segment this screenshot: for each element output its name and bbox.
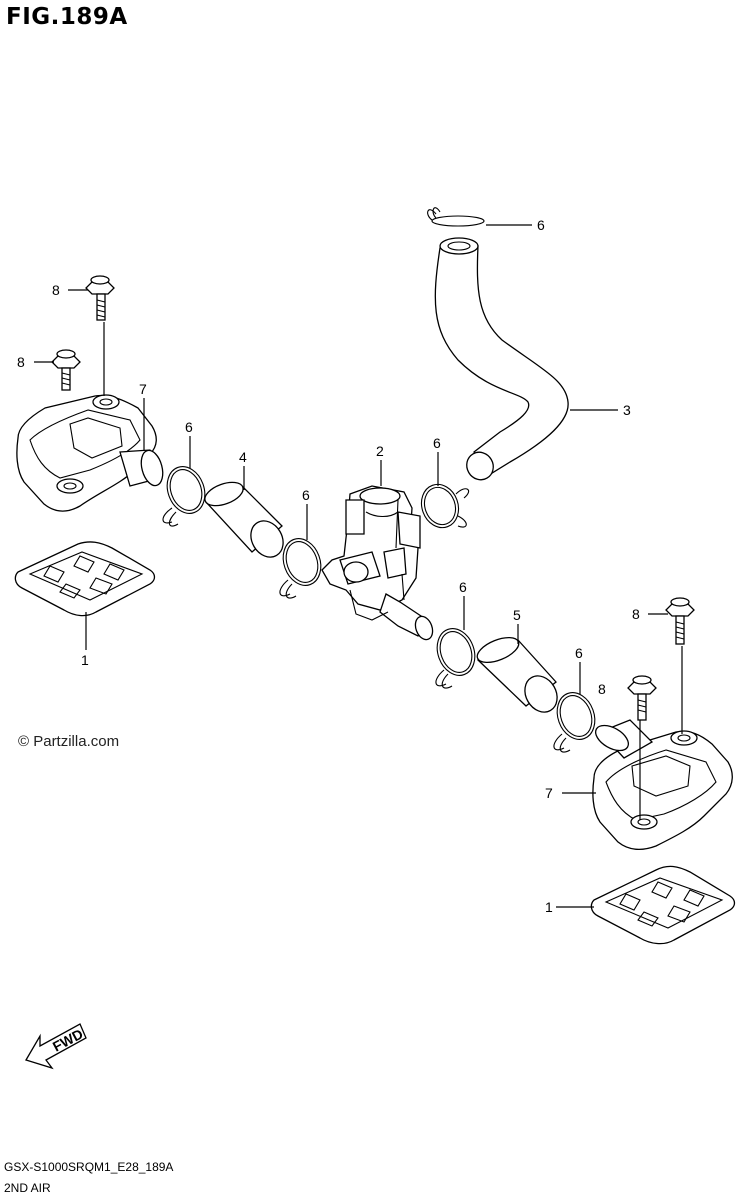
hose-clamp-6-left[interactable]: [161, 461, 211, 527]
bolt-8-top-right[interactable]: [665, 597, 695, 645]
figure-name: 2ND AIR: [4, 1181, 51, 1195]
callout-6-mid: 6: [302, 487, 310, 503]
callout-8-b: 8: [17, 354, 25, 370]
figure-title: FIG.189A: [6, 4, 128, 30]
callout-6-right: 6: [575, 645, 583, 661]
callout-6-low: 6: [459, 579, 467, 595]
hose-clamp-6-right[interactable]: [551, 687, 601, 753]
callout-2: 2: [376, 443, 384, 459]
hose-5[interactable]: [474, 632, 564, 717]
callout-6-top: 6: [537, 217, 545, 233]
fwd-arrow-icon: FWD: [25, 1023, 87, 1070]
leader-lines: [34, 224, 683, 908]
callout-5: 5: [513, 607, 521, 623]
reed-valve-1-right[interactable]: [590, 865, 736, 945]
hose-clamp-6-valve[interactable]: [416, 479, 470, 533]
callout-1-left: 1: [81, 652, 89, 668]
callout-7-left: 7: [139, 381, 147, 397]
callout-6-left: 6: [185, 419, 193, 435]
callout-7-right: 7: [545, 785, 553, 801]
hose-clamp-6-low[interactable]: [431, 623, 481, 689]
hose-clamp-6-top[interactable]: [427, 207, 485, 227]
figure-code: GSX-S1000SRQM1_E28_189A: [4, 1160, 174, 1174]
hose-clamp-6-mid[interactable]: [277, 533, 327, 599]
callout-1-right: 1: [545, 899, 553, 915]
reed-valve-cover-7-right[interactable]: [591, 719, 733, 851]
copyright-text: © Partzilla.com: [18, 733, 120, 750]
callout-8-a: 8: [52, 282, 60, 298]
callout-6-valve: 6: [433, 435, 441, 451]
hose-4[interactable]: [202, 478, 290, 563]
air-control-valve-2[interactable]: [321, 485, 436, 642]
bolt-8-top-left[interactable]: [85, 275, 115, 321]
callout-4: 4: [239, 449, 247, 465]
callout-8-d: 8: [632, 606, 640, 622]
reed-valve-1-left[interactable]: [14, 541, 156, 617]
reed-valve-cover-7-left[interactable]: [16, 394, 166, 512]
fwd-label: FWD: [50, 1026, 86, 1055]
callout-3: 3: [623, 402, 631, 418]
hose-3[interactable]: [434, 237, 569, 485]
bolt-8-mid-left[interactable]: [51, 349, 81, 391]
bolt-8-mid-right[interactable]: [627, 675, 657, 721]
callout-8-c: 8: [598, 681, 606, 697]
